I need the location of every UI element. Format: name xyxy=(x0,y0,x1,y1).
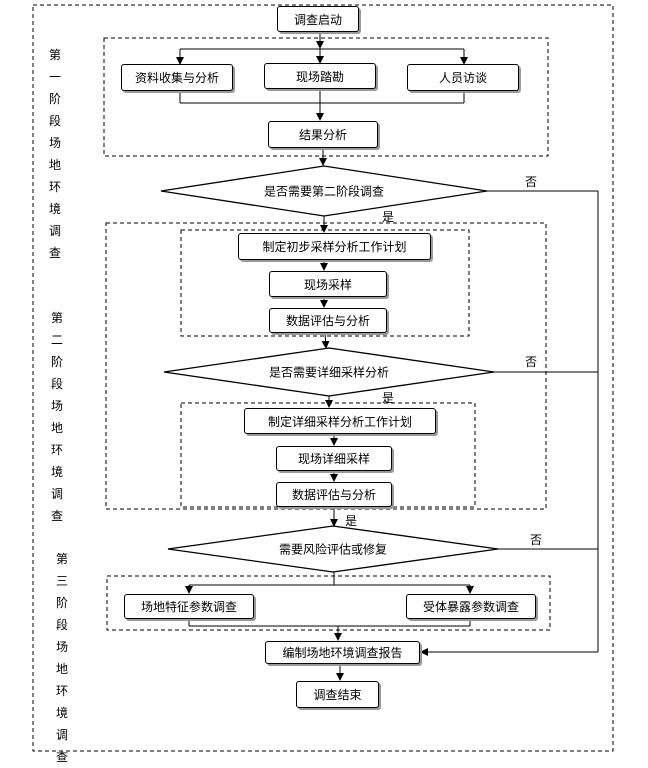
phase3-frame xyxy=(106,575,551,631)
step-data-evaluation-1: 数据评估与分析 xyxy=(269,308,387,333)
step-site-parameters: 场地特征参数调查 xyxy=(124,594,254,619)
phase1-frame xyxy=(103,37,549,157)
step-receptor-parameters: 受体暴露参数调查 xyxy=(406,594,536,619)
step-report: 编制场地环境调查报告 xyxy=(265,641,420,664)
step-interviews: 人员访谈 xyxy=(407,64,519,91)
phase1-title: 第一 阶段 场地 环境 调查 xyxy=(48,48,61,260)
phase2-title: 第二 阶段 场地 环境 调查 xyxy=(50,311,63,523)
yes-label-2: 是 xyxy=(382,391,395,405)
step-site-survey: 现场踏勘 xyxy=(264,63,376,89)
outer-frame xyxy=(32,4,614,752)
step-data-evaluation-2: 数据评估与分析 xyxy=(276,482,392,507)
decision1-text: 是否需要第二阶段调查 xyxy=(263,184,385,199)
step-data-collection: 资料收集与分析 xyxy=(121,64,233,91)
step-initial-plan: 制定初步采样分析工作计划 xyxy=(238,233,431,260)
phase3-title: 第三 阶段 场地 环境 调查 xyxy=(55,552,68,764)
decision2-text: 是否需要详细采样分析 xyxy=(268,365,390,380)
step-site-sampling: 现场采样 xyxy=(269,271,387,297)
step-detailed-plan: 制定详细采样分析工作计划 xyxy=(244,408,436,434)
step-result-analysis: 结果分析 xyxy=(268,121,378,148)
phase2-frame xyxy=(105,222,547,510)
start-node: 调查启动 xyxy=(277,6,359,32)
no-label-3: 否 xyxy=(530,533,543,547)
yes-label-3: 是 xyxy=(345,514,358,528)
yes-label-1: 是 xyxy=(382,210,395,224)
no-label-1: 否 xyxy=(525,175,538,189)
end-node: 调查结束 xyxy=(296,681,379,708)
no-label-2: 否 xyxy=(525,355,538,369)
decision3-text: 需要风险评估或修复 xyxy=(278,542,388,557)
step-detailed-sampling: 现场详细采样 xyxy=(276,446,392,471)
